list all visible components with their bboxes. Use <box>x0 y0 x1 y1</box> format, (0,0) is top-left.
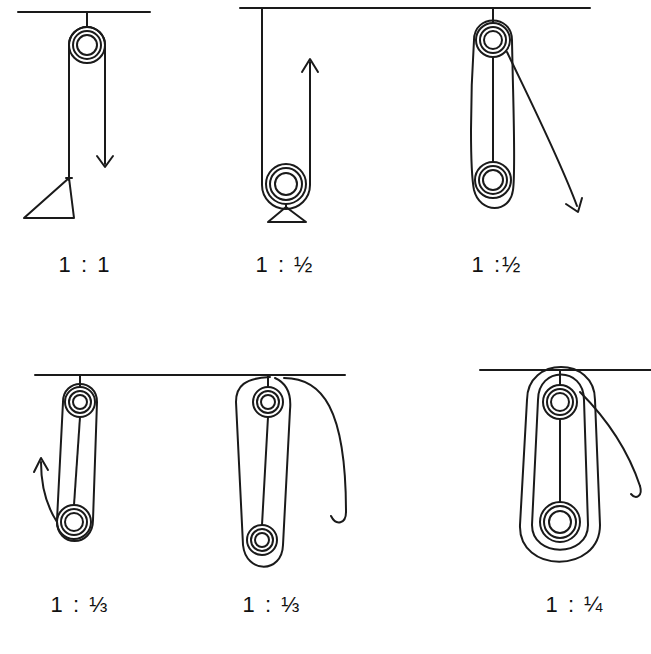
ratio-label: 1 : ¼ <box>546 592 605 618</box>
ratio-label: 1 : 1 <box>59 252 112 278</box>
movable-pulley-1to2 <box>240 8 590 222</box>
block-tackle-1to4 <box>520 367 641 562</box>
block-tackle-1to3-a <box>34 375 97 541</box>
ratio-label: 1 : ½ <box>256 252 315 278</box>
ratio-label: 1 :½ <box>472 252 523 278</box>
ratio-label: 1 : ⅓ <box>243 592 302 618</box>
block-tackle-1to3-b <box>236 375 346 567</box>
block-tackle-1to2 <box>471 8 582 212</box>
fixed-pulley-1to1 <box>18 12 150 218</box>
ratio-label: 1 : ⅓ <box>51 592 110 618</box>
